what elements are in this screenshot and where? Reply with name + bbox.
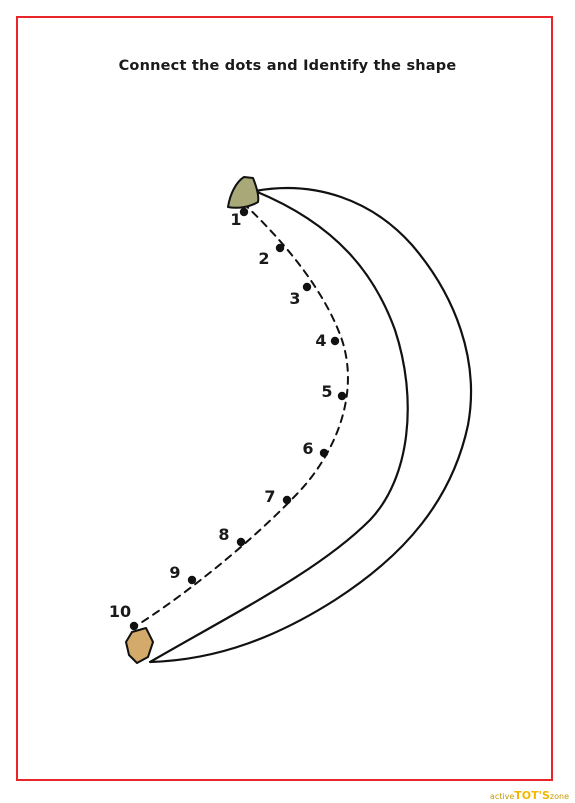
dot-label-8: 8 <box>218 525 229 544</box>
dot-label-6: 6 <box>302 439 313 458</box>
dot-8 <box>236 537 246 547</box>
dot-label-5: 5 <box>321 382 332 401</box>
dot-3 <box>302 282 312 292</box>
banana-inner-edge <box>135 202 349 627</box>
brand-name: TOT'S <box>514 789 550 802</box>
dot-2 <box>275 243 285 253</box>
banana-outline <box>148 187 473 664</box>
dot-10 <box>129 621 139 631</box>
brand-suffix: zone <box>549 792 569 801</box>
worksheet-title: Connect the dots and Identify the shape <box>118 58 457 74</box>
dot-label-7: 7 <box>264 487 275 506</box>
dot-label-10: 10 <box>109 602 131 621</box>
dot-7 <box>282 495 292 505</box>
dot-1 <box>239 207 249 217</box>
dot-label-2: 2 <box>258 249 269 268</box>
dot-label-1: 1 <box>230 210 241 229</box>
dot-5 <box>337 391 347 401</box>
dot-layer: 1 2 3 4 5 6 7 8 9 10 <box>109 207 347 631</box>
banana-bottom-stem <box>125 627 154 664</box>
dot-label-3: 3 <box>289 289 300 308</box>
dot-label-4: 4 <box>315 331 326 350</box>
banana-top-stem <box>227 176 260 209</box>
brand-logo: activeTOT'Szone <box>490 786 569 802</box>
dot-6 <box>319 448 329 458</box>
worksheet-frame <box>16 16 553 781</box>
dot-4 <box>330 336 340 346</box>
dot-9 <box>187 575 197 585</box>
brand-prefix: active <box>489 792 515 801</box>
dot-label-9: 9 <box>169 563 180 582</box>
